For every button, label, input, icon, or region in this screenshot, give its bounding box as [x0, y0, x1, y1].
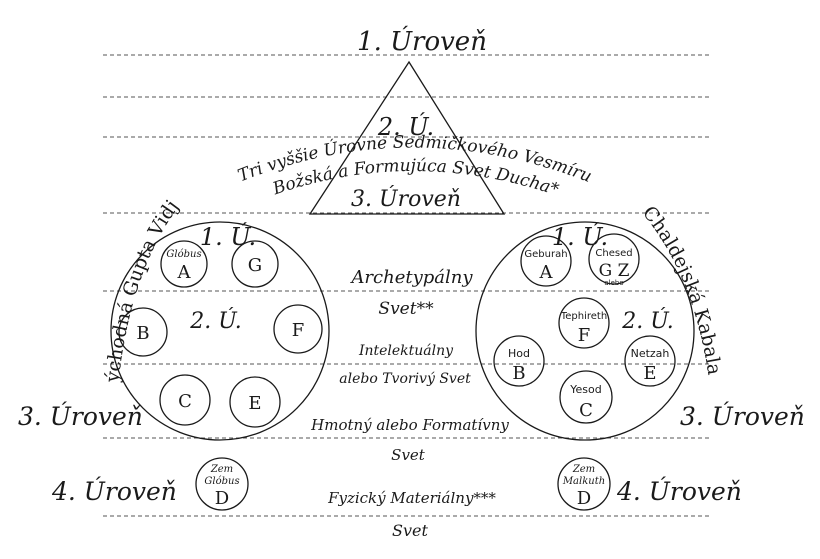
left-circle-c-letter: C — [178, 391, 192, 412]
right-level-4: 4. Úroveň — [616, 477, 742, 506]
left-earth-circle — [195, 457, 249, 511]
right-big-circle — [475, 221, 695, 441]
left-big-circle — [110, 221, 330, 441]
right-earth-malkuth: Malkuth — [562, 476, 605, 487]
left-circle-g-letter: G — [248, 255, 262, 276]
upper-triangle — [308, 60, 506, 215]
world-archetypal-1: Archetypálny — [349, 267, 473, 288]
world-archetypal-2: Svet** — [378, 299, 434, 319]
right-circle-chesed-alebo: alebo — [604, 279, 623, 287]
left-level-3: 3. Úroveň — [18, 402, 143, 431]
left-circle-a-sub: Glóbus — [166, 249, 201, 260]
level-1-title: 1. Úroveň — [357, 25, 487, 57]
world-physical-2: Svet — [392, 521, 428, 540]
right-circle-yesod — [559, 370, 613, 424]
left-circle-b-letter: B — [136, 323, 149, 344]
right-circle-netzah — [624, 335, 676, 387]
left-earth-letter: D — [215, 488, 229, 509]
right-circle-hod — [493, 335, 545, 387]
right-circle-geburah — [520, 235, 572, 287]
left-circle-e — [229, 376, 281, 428]
right-circle-tephireth-label: Tephireth — [560, 311, 607, 322]
triangle-level-2: 2. Ú. — [377, 112, 434, 141]
right-level-2: 2. Ú. — [621, 307, 674, 334]
world-formative-2: Svet — [391, 446, 426, 464]
left-side-label: Východná Gupta Vidja — [0, 0, 183, 384]
right-level-3: 3. Úroveň — [680, 402, 805, 431]
right-circle-yesod-label: Yesod — [569, 383, 601, 396]
right-earth-circle — [557, 457, 611, 511]
right-circle-yesod-letter: C — [579, 400, 593, 421]
world-intellectual-2: alebo Tvorivý Svet — [339, 370, 471, 387]
left-circle-a-letter: A — [177, 262, 192, 283]
left-level-4: 4. Úroveň — [51, 477, 177, 506]
right-circle-tephireth-letter: F — [578, 325, 591, 346]
left-circle-g — [231, 240, 279, 288]
world-physical-1: Fyzický Materiálny*** — [327, 489, 496, 507]
left-circle-f-letter: F — [292, 320, 305, 341]
left-circle-c — [159, 374, 211, 426]
left-earth-globus: Glóbus — [204, 476, 239, 487]
right-earth-letter: D — [577, 488, 591, 509]
right-circle-chesed — [588, 233, 640, 285]
world-formative-1: Hmotný alebo Formatívny — [310, 416, 509, 434]
left-circle-f — [273, 304, 323, 354]
left-circle-e-letter: E — [248, 393, 261, 414]
right-earth-zem: Zem — [572, 464, 595, 475]
left-level-2: 2. Ú. — [189, 307, 242, 334]
left-circle-b — [118, 307, 168, 357]
right-circle-netzah-label: Netzah — [631, 347, 670, 360]
right-circle-chesed-letters: G Z — [599, 261, 630, 281]
world-intellectual-1: Intelektuálny — [358, 343, 454, 359]
right-circle-chesed-label: Chesed — [595, 248, 632, 259]
right-circle-netzah-letter: E — [643, 363, 656, 384]
right-circle-hod-label: Hod — [508, 347, 530, 360]
right-circle-geburah-label: Geburah — [524, 249, 567, 260]
left-earth-zem: Zem — [210, 464, 233, 475]
right-level-1: 1. Ú. — [552, 222, 608, 251]
right-circle-hod-letter: B — [512, 363, 525, 384]
left-level-1: 1. Ú. — [200, 222, 256, 251]
triangle-level-3: 3. Úroveň — [351, 185, 461, 212]
right-circle-tephireth — [558, 297, 610, 349]
left-circle-a — [160, 240, 208, 288]
right-circle-geburah-letter: A — [539, 262, 554, 283]
